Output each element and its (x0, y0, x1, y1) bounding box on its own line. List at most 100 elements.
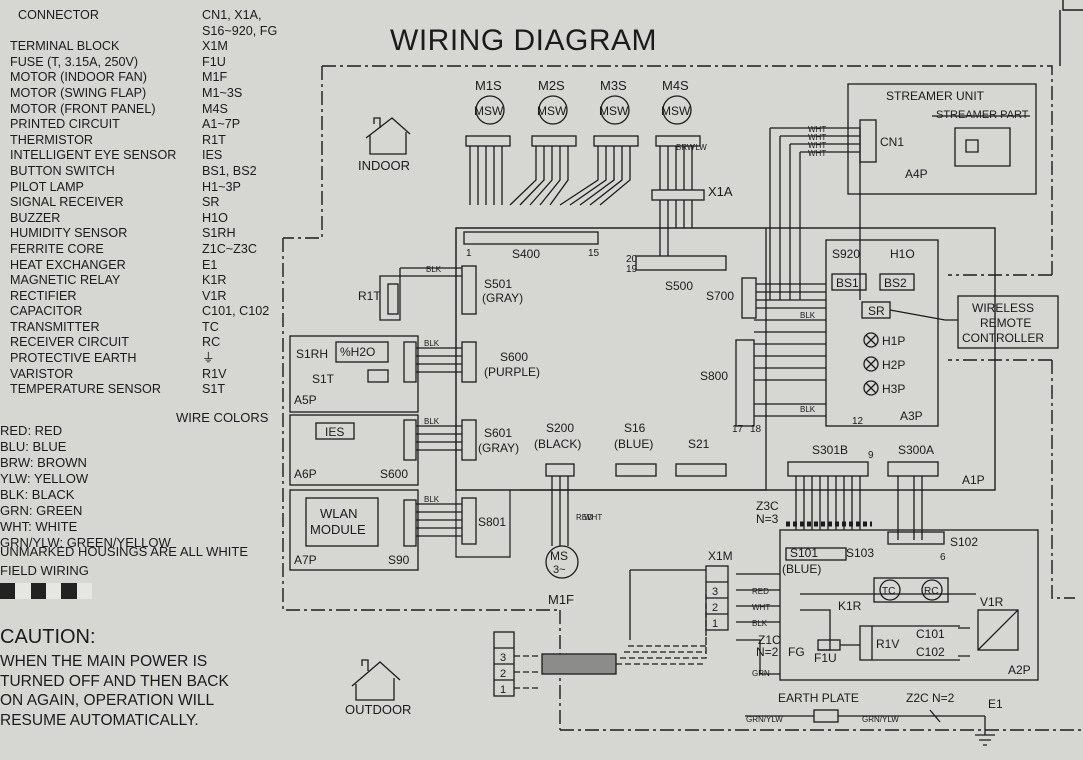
legend-component-code: H1~3P (202, 179, 241, 194)
legend-component-name: CAPACITOR (10, 304, 83, 319)
caution-line: WHEN THE MAIN POWER IS (0, 653, 208, 670)
wire-wht-3: WHT (808, 141, 826, 150)
x1m-term-1: 1 (712, 618, 718, 630)
s501-color: (GRAY) (482, 291, 523, 305)
legend-component-code: M1F (202, 70, 228, 85)
wire-ylw-m4s: YLW (690, 143, 707, 152)
lamp-h1p-label: H1P (882, 334, 905, 348)
z3c-label: Z3C (756, 499, 779, 513)
unmarked-housings-note: UNMARKED HOUSINGS ARE ALL WHITE (0, 544, 249, 559)
pin-s400-1: 1 (466, 248, 472, 259)
s920-label: S920 (832, 247, 860, 261)
caution-line: ON AGAIN, OPERATION WILL (0, 692, 215, 709)
display-board-a3p (825, 239, 939, 427)
legend-component-code: S16~920, FG (202, 23, 278, 38)
motor-m2s-label: M2S (538, 78, 565, 93)
legend-component-name: FUSE (T, 3.15A, 250V) (10, 54, 139, 69)
c102-label: C102 (916, 645, 945, 659)
legend-component-code: M4S (202, 101, 228, 116)
legend-component-code: F1U (202, 54, 226, 69)
legend-row: FERRITE CORE Z1C~Z3C (0, 242, 300, 258)
field-wiring-label: FIELD WIRING (0, 563, 89, 578)
legend-component-name: RECEIVER CIRCUIT (10, 335, 129, 350)
wire-color-entry: YLW: YELLOW (0, 471, 89, 486)
lamp-h2p-label: H2P (882, 358, 905, 372)
h1o-label: H1O (890, 247, 915, 261)
legend-component-code: BS1, BS2 (202, 163, 257, 178)
legend-component-name: THERMISTOR (10, 132, 94, 147)
legend-row: MOTOR (FRONT PANEL)M4S (0, 102, 300, 118)
legend-component-code: C101, C102 (202, 304, 270, 319)
wireless-line-1: WIRELESS (972, 301, 1034, 315)
legend-component-code: H1O (202, 210, 228, 225)
legend-component-code: R1T (202, 132, 226, 147)
pin-s400-15: 15 (588, 248, 600, 259)
legend-component-name: FERRITE CORE (10, 241, 104, 256)
wire-red-x1m: RED (752, 587, 769, 596)
caution-line: TURNED OFF AND THEN BACK (0, 672, 229, 690)
wire-blk-a6p: BLK (424, 417, 440, 426)
wire-colors-title: WIRE COLORS (176, 410, 269, 425)
legend-component-code: RC (202, 335, 221, 350)
earth-plate-label: EARTH PLATE (778, 691, 859, 705)
a3p-label: A3P (900, 409, 923, 423)
ms-label: MS (550, 549, 568, 563)
connector-x1a-label: X1A (708, 184, 733, 199)
s300a-label: S300A (898, 443, 934, 457)
legend-row: MOTOR (INDOOR FAN)M1F (0, 70, 300, 86)
wire-color-entry: BRW: BROWN (0, 455, 87, 470)
x1m-label: X1M (708, 549, 733, 563)
z2c-label: Z2C N=2 (906, 691, 955, 705)
s301b-label: S301B (812, 443, 848, 457)
legend-component-name: TRANSMITTER (10, 319, 100, 334)
k1r-label: K1R (838, 599, 862, 613)
s16-color: (BLUE) (614, 437, 653, 451)
wire-wht-x1m: WHT (752, 603, 770, 612)
cn1-label: CN1 (880, 135, 904, 149)
a4p-label: A4P (905, 167, 928, 181)
legend-component-name: CONNECTOR (18, 8, 99, 22)
s16-label: S16 (624, 421, 646, 435)
outdoor-label: OUTDOOR (345, 702, 411, 717)
s700-label: S700 (706, 289, 734, 303)
wire-blk-a7p: BLK (424, 495, 440, 504)
wire-blk-x1m: BLK (752, 619, 768, 628)
wire-wht-1: WHT (808, 125, 826, 134)
legend-component-code: SR (202, 195, 220, 210)
a2p-label: A2P (1008, 663, 1031, 677)
a7p-label: A7P (294, 553, 317, 567)
pin-s301b-9: 9 (868, 450, 874, 461)
s600-color: (PURPLE) (484, 365, 540, 379)
legend-component-code: S1T (202, 382, 226, 397)
legend-component-code: Z1C~Z3C (202, 241, 257, 256)
bs1-label: BS1 (836, 276, 859, 290)
v1r-label: V1R (980, 595, 1004, 609)
wire-blk-s800: BLK (800, 311, 816, 320)
legend-component-code: CN1, X1A, (202, 8, 262, 22)
wire-blk-r1t: BLK (426, 265, 442, 274)
wire-color-entry: RED: RED (0, 423, 63, 438)
legend-component-name: PRINTED CIRCUIT (10, 117, 120, 132)
fg-label: FG (788, 645, 805, 659)
caution-line: RESUME AUTOMATICALLY. (0, 711, 199, 729)
wire-grnylw-1: GRN/YLW (746, 715, 783, 724)
s400-label: S400 (512, 247, 540, 261)
legend-row: CAPACITOR C101, C102 (0, 304, 300, 320)
legend-component-name: MAGNETIC RELAY (10, 273, 121, 288)
legend-component-code: V1R (202, 288, 227, 303)
legend-component-name: PROTECTIVE EARTH (10, 351, 137, 366)
wlan-line-2: MODULE (310, 522, 366, 537)
s1rh-label: S1RH (296, 347, 328, 361)
pin-s102-6: 6 (940, 552, 946, 563)
wire-color-entry: BLK: BLACK (0, 487, 75, 502)
legend-component-name: INTELLIGENT EYE SENSOR (10, 148, 177, 163)
legend-component-name: TERMINAL BLOCK (10, 39, 120, 54)
pin-s800-17: 17 (732, 424, 744, 435)
wire-color-entry: BLU: BLUE (0, 439, 67, 454)
s102-label: S102 (950, 535, 978, 549)
